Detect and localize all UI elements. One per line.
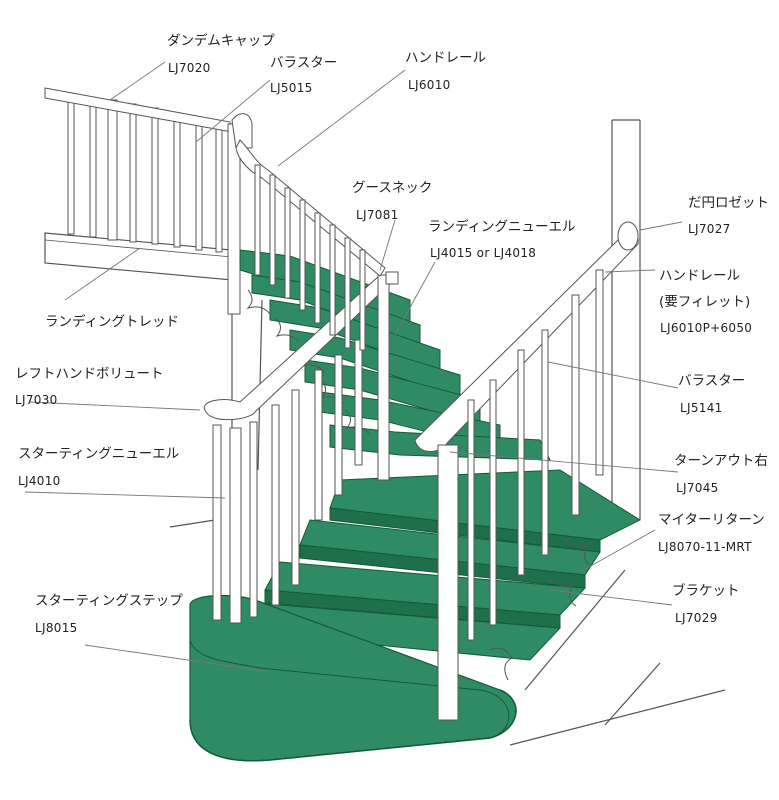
code-starting-step: LJ8015 <box>35 622 78 634</box>
label-gooseneck: グースネック <box>352 182 432 196</box>
label-tandem-cap: ダンデムキャップ <box>167 35 275 49</box>
label-miter-return: マイターリターン <box>658 514 765 528</box>
code-turnout-right: LJ7045 <box>676 482 719 494</box>
code-tandem-cap: LJ7020 <box>168 62 211 74</box>
code-left-volute: LJ7030 <box>15 394 58 406</box>
code-baluster-upper: LJ5015 <box>270 82 313 94</box>
label-landing-newel: ランディングニューエル <box>428 221 576 235</box>
label-turnout-right: ターンアウト右 <box>674 455 768 469</box>
code-baluster-right: LJ5141 <box>680 402 723 414</box>
label-baluster-right: バラスター <box>678 375 745 389</box>
label-bracket: ブラケット <box>672 585 740 599</box>
label-left-volute: レフトハンドボリュート <box>15 368 164 382</box>
code-landing-newel: LJ4015 or LJ4018 <box>430 247 536 259</box>
code-miter-return: LJ8070-11-MRT <box>658 541 752 553</box>
label-handrail-fillet-note: (要フィレット) <box>659 296 750 310</box>
upper-balustrade <box>45 88 252 314</box>
label-handrail-fillet: ハンドレール <box>659 270 740 284</box>
label-baluster-upper: バラスター <box>270 57 337 71</box>
code-handrail-fillet: LJ6010P+6050 <box>660 322 752 334</box>
label-starting-step: スターティングステップ <box>35 595 183 609</box>
label-handrail-upper: ハンドレール <box>405 52 486 66</box>
label-landing-tread: ランディングトレッド <box>45 316 179 330</box>
code-starting-newel: LJ4010 <box>18 475 61 487</box>
label-rosette: だ円ロゼット <box>688 197 769 211</box>
code-handrail-upper: LJ6010 <box>408 79 451 91</box>
code-bracket: LJ7029 <box>675 612 718 624</box>
code-gooseneck: LJ7081 <box>356 209 399 221</box>
landing-tread-slab <box>45 233 232 280</box>
label-starting-newel: スターティングニューエル <box>18 448 179 462</box>
code-rosette: LJ7027 <box>688 223 731 235</box>
